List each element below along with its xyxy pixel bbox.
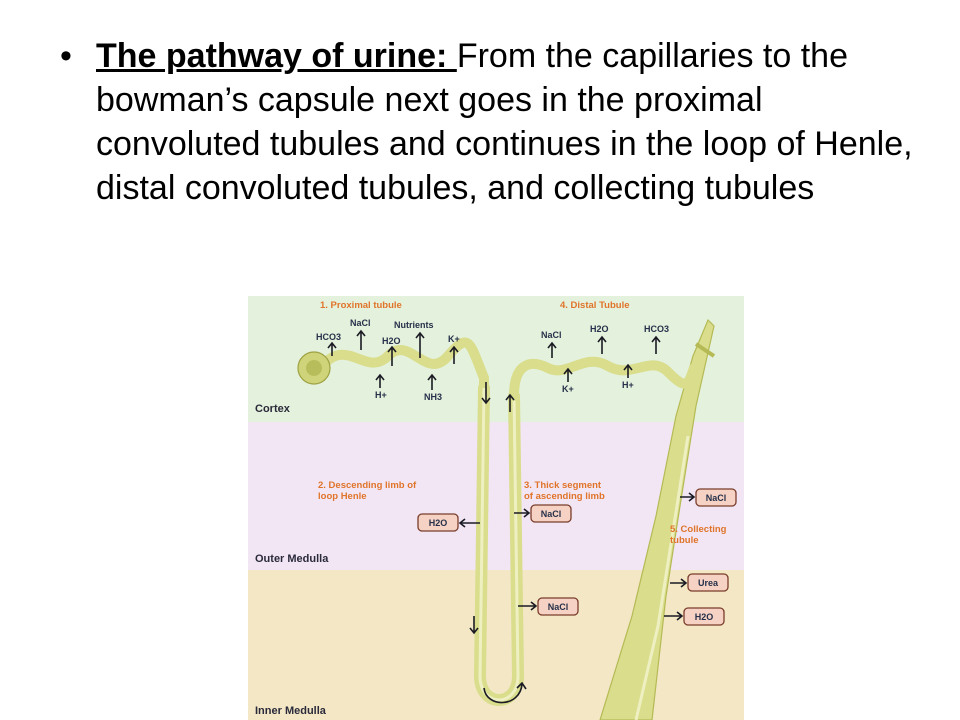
collecting-tubule-label-1: 5. Collecting (670, 524, 727, 535)
box-h2o-collecting: H2O (664, 607, 725, 626)
box-label: H2O (429, 518, 448, 528)
distal-k-label: K+ (562, 384, 574, 394)
box-nacl-thick: NaCl (514, 504, 572, 523)
distal-tubule-label: 4. Distal Tubule (560, 300, 630, 311)
collecting-duct (599, 318, 715, 720)
bullet-body: From the capillaries to the bowman’s cap… (96, 37, 913, 207)
hco3-label: HCO3 (316, 332, 341, 342)
nh3-label: NH3 (424, 392, 442, 402)
box-urea: Urea (670, 573, 729, 592)
arrow-icon (481, 382, 491, 405)
box-label: Urea (698, 578, 719, 588)
arrow-icon (651, 335, 661, 354)
arrow-icon (563, 367, 573, 382)
arrow-icon (415, 331, 425, 358)
distal-hco3-label: HCO3 (644, 324, 669, 334)
arrow-icon (623, 363, 633, 378)
distal-nacl-label: NaCl (541, 330, 562, 340)
distal-h-label: H+ (622, 380, 634, 390)
bullet-text: The pathway of urine: From the capillari… (96, 34, 936, 210)
distal-tubule (509, 356, 699, 401)
collecting-tubule-label-2: tubule (670, 535, 699, 546)
outer-medulla-label: Outer Medulla (255, 553, 329, 565)
box-label: NaCl (706, 493, 727, 503)
inner-medulla-label: Inner Medulla (255, 705, 327, 717)
arrow-icon (356, 329, 366, 350)
arrow-icon (518, 601, 538, 611)
arrow-icon (427, 373, 437, 390)
arrow-icon (664, 611, 684, 621)
h-label: H+ (375, 390, 387, 400)
box-nacl-collecting: NaCl (680, 488, 737, 507)
loop-inner-line (478, 387, 520, 702)
arrow-icon (670, 578, 688, 588)
thick-segment-label-1: 3. Thick segment (524, 480, 602, 491)
box-h2o-descending: H2O (417, 513, 480, 532)
nephron-diagram: Cortex Outer Medulla Inner Medulla 1. Pr… (248, 296, 744, 720)
transport-arrows (327, 329, 661, 635)
proximal-tubule-label: 1. Proximal tubule (320, 300, 402, 311)
nacl-label: NaCl (350, 318, 371, 328)
proximal-tubule (317, 337, 489, 395)
collecting-duct-branch (694, 342, 716, 358)
k-label: K+ (448, 334, 460, 344)
descending-limb-label-1: 2. Descending limb of (318, 480, 417, 491)
arrow-icon (458, 518, 480, 528)
distal-h2o-label: H2O (590, 324, 609, 334)
nutrients-label: Nutrients (394, 320, 434, 330)
box-label: NaCl (548, 602, 569, 612)
arrow-icon (505, 393, 515, 412)
arrow-icon (375, 373, 385, 388)
arrow-icon (327, 341, 337, 356)
arrow-icon (514, 508, 531, 518)
box-label: NaCl (541, 509, 562, 519)
collecting-duct-streak (634, 435, 690, 720)
arrow-icon (449, 345, 459, 364)
arrow-icon (469, 616, 479, 635)
descending-limb-label-2: loop Henle (318, 491, 367, 502)
h2o-label: H2O (382, 336, 401, 346)
bullet-heading: The pathway of urine: (96, 37, 457, 75)
arrow-icon (597, 335, 607, 354)
thick-segment-label-2: of ascending limb (524, 491, 605, 502)
u-turn-arrow-icon (483, 681, 527, 704)
box-nacl-inner: NaCl (518, 597, 579, 616)
arrow-icon (547, 341, 557, 358)
box-label: H2O (695, 612, 714, 622)
arrow-icon (387, 345, 397, 366)
cortex-label: Cortex (255, 403, 291, 415)
arrow-icon (680, 492, 696, 502)
glomerulus-core (306, 360, 322, 376)
bullet-symbol: • (60, 37, 72, 75)
